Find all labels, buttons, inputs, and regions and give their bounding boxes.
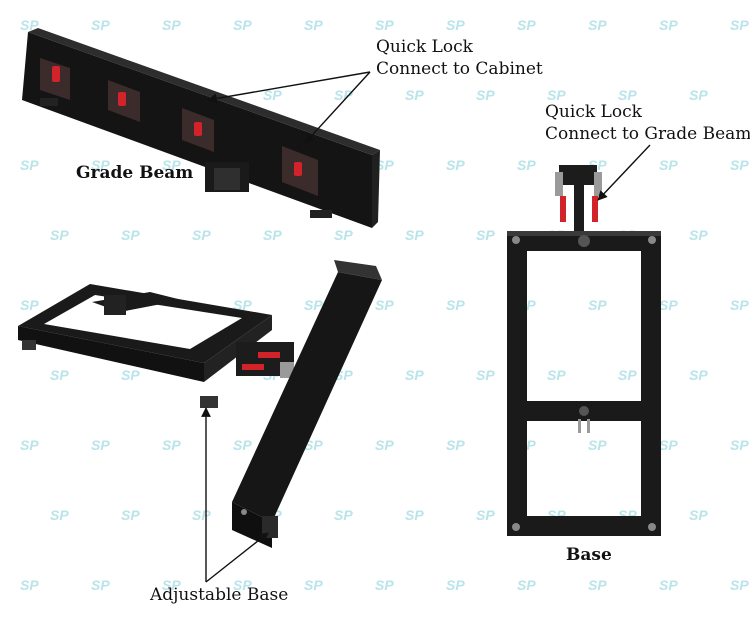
watermark-logo: SP <box>304 17 323 33</box>
assembly-image <box>18 260 382 548</box>
watermark-logo: SP <box>91 437 110 453</box>
watermark-logo: SP <box>618 367 637 383</box>
watermark-logo: SP <box>91 157 110 173</box>
watermark-logo: SP <box>162 157 181 173</box>
watermark-logo: SP <box>405 507 424 523</box>
watermark-logo: SP <box>91 17 110 33</box>
watermark-logo: SP <box>233 17 252 33</box>
watermark-logo: SP <box>476 367 495 383</box>
arrow-to-lock-2 <box>304 71 371 144</box>
watermark-logo: SP <box>547 87 566 103</box>
watermark-logo: SP <box>263 227 282 243</box>
watermark-logo: SP <box>121 367 140 383</box>
watermark-logo: SP <box>233 577 252 593</box>
watermark-logo: SP <box>375 17 394 33</box>
base-image <box>507 165 661 536</box>
watermark-logo: SP <box>446 577 465 593</box>
watermark-logo: SP <box>476 507 495 523</box>
watermark-logo: SP <box>659 437 678 453</box>
watermark-logo: SP <box>263 87 282 103</box>
label-grade-beam: Grade Beam <box>76 163 194 183</box>
watermark-logo: SP <box>476 87 495 103</box>
watermark-logo: SP <box>476 227 495 243</box>
watermark-logo: SP <box>446 437 465 453</box>
watermark-logo: SP <box>375 577 394 593</box>
watermark-logo: SP <box>20 157 39 173</box>
watermark-logo: SP <box>334 227 353 243</box>
watermark-logo: SP <box>446 297 465 313</box>
watermark-logo: SP <box>50 367 69 383</box>
watermark-logo: SP <box>689 227 708 243</box>
watermark-logo: SP <box>517 17 536 33</box>
arrow-to-lock-1 <box>207 71 371 104</box>
watermark-logo: SP <box>91 577 110 593</box>
watermark-logo: SP <box>192 227 211 243</box>
label-quick-lock-beam-line1: Quick Lock <box>545 102 642 122</box>
label-quick-lock-beam: Quick Lock Connect to Grade Beam <box>545 101 750 145</box>
watermark-logo: SP <box>618 87 637 103</box>
watermark-logo: SP <box>730 437 749 453</box>
watermark-logo: SP <box>405 87 424 103</box>
arrow-to-base-lock <box>597 144 651 201</box>
watermark-logo: SP <box>659 297 678 313</box>
watermark-logo: SP <box>730 17 749 33</box>
label-quick-lock-beam-line2: Connect to Grade Beam <box>545 124 750 144</box>
watermark-logo: SP <box>405 367 424 383</box>
label-base: Base <box>566 545 612 565</box>
watermark-logo: SP <box>659 157 678 173</box>
watermark-logo: SP <box>20 17 39 33</box>
watermark-logo: SP <box>375 437 394 453</box>
grade-beam-image <box>22 28 380 228</box>
watermark-logo: SP <box>659 17 678 33</box>
watermark-logo: SP <box>304 437 323 453</box>
watermark-logo: SP <box>50 507 69 523</box>
watermark-logo: SP <box>304 297 323 313</box>
watermark-logo: SP <box>730 157 749 173</box>
watermark-logo: SP <box>375 157 394 173</box>
watermark-logo: SP <box>121 507 140 523</box>
watermark-logo: SP <box>446 157 465 173</box>
watermark-logo: SP <box>233 297 252 313</box>
watermark-logo: SP <box>517 577 536 593</box>
watermark-logo: SP <box>588 17 607 33</box>
watermark-logo: SP <box>446 17 465 33</box>
watermark-logo: SP <box>659 577 678 593</box>
watermark-logo: SP <box>547 367 566 383</box>
watermark-logo: SP <box>20 437 39 453</box>
watermark-logo: SP <box>375 297 394 313</box>
watermark-logo: SP <box>517 157 536 173</box>
watermark-logo: SP <box>689 507 708 523</box>
label-quick-lock-cabinet-line1: Quick Lock <box>376 37 473 57</box>
label-quick-lock-cabinet: Quick Lock Connect to Cabinet <box>376 36 543 80</box>
watermark-logo: SP <box>588 297 607 313</box>
watermark-logo: SP <box>689 87 708 103</box>
watermark-logo: SP <box>162 437 181 453</box>
arrows <box>201 71 651 583</box>
watermark-logo: SP <box>304 577 323 593</box>
watermark-logo: SP <box>334 507 353 523</box>
watermark-logo: SP <box>233 437 252 453</box>
watermark-logo: SP <box>162 577 181 593</box>
watermark-logo: SP <box>121 227 140 243</box>
watermark-logo: SP <box>334 87 353 103</box>
watermark-logo: SP <box>730 297 749 313</box>
watermark-logo: SP <box>588 437 607 453</box>
watermark-logo: SP <box>162 17 181 33</box>
watermark-logo: SP <box>730 577 749 593</box>
label-quick-lock-cabinet-line2: Connect to Cabinet <box>376 59 543 79</box>
label-adjustable-base: Adjustable Base <box>150 585 289 605</box>
watermark-logo: SP <box>20 297 39 313</box>
watermark-logo: SP <box>689 367 708 383</box>
watermark-logo: SP <box>588 577 607 593</box>
arrow-to-beam-foot <box>205 532 269 583</box>
watermark-logo: SP <box>405 227 424 243</box>
watermark-logo: SP <box>20 577 39 593</box>
watermark-logo: SP <box>50 227 69 243</box>
